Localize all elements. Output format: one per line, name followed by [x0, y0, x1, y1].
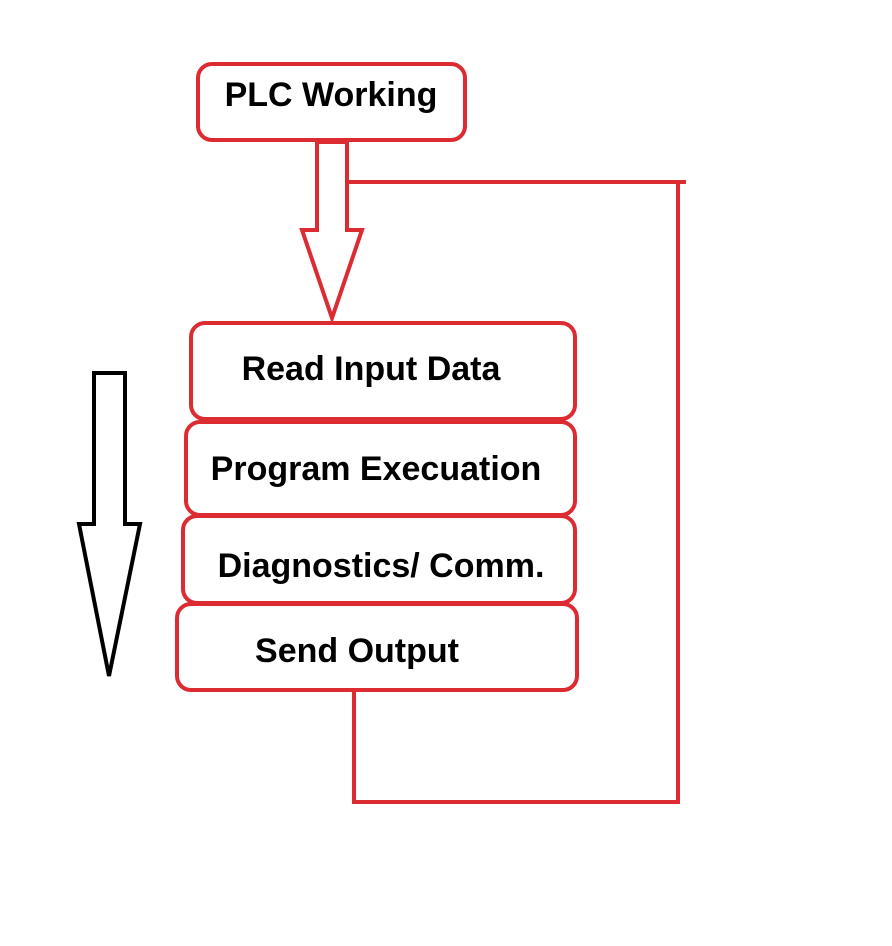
step-label: Diagnostics/ Comm. — [218, 547, 545, 585]
title-box: PLC Working — [196, 62, 467, 142]
title-text: PLC Working — [225, 76, 438, 114]
red-down-arrow-icon — [299, 140, 365, 325]
feedback-loop-line — [347, 180, 680, 804]
step-send-output: Send Output — [175, 602, 579, 692]
step-read-input: Read Input Data — [189, 321, 577, 421]
step-diagnostics: Diagnostics/ Comm. — [181, 514, 577, 605]
step-box-border — [189, 321, 577, 421]
step-label: Program Execuation — [211, 450, 542, 488]
black-down-arrow-icon — [76, 371, 143, 677]
step-label: Send Output — [255, 632, 459, 670]
step-label: Read Input Data — [242, 350, 502, 388]
step-box-border — [175, 602, 579, 692]
step-program-execution: Program Execuation — [184, 420, 577, 517]
